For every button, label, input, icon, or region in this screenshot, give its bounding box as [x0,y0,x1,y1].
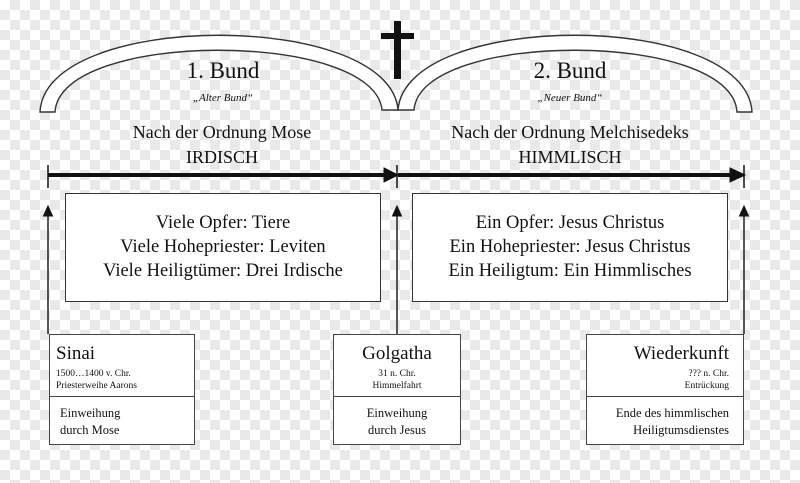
event-description: Einweihung durch Mose [60,405,120,439]
event-golgatha: Golgatha 31 n. Chr. Himmelfahrt Einweihu… [333,334,461,445]
old-box-line: Viele Heiligtümer: Drei Irdische [103,261,343,281]
cross-icon [381,21,414,79]
event-date: 31 n. Chr. [378,369,416,379]
event-note: Himmelfahrt [372,381,422,391]
arch-second-covenant [397,34,753,113]
event-connector-wiederkunft [738,204,750,334]
event-description-line: Heiligtumsdienstes [633,423,729,437]
event-note: Priesterweihe Aarons [56,381,137,391]
new-covenant-box: Ein Opfer: Jesus Christus Ein Hohepriest… [412,193,728,302]
event-name: Golgatha [362,343,432,364]
first-covenant-subtitle: „Alter Bund“ [192,92,254,104]
event-name: Sinai [56,343,96,364]
event-header: Sinai 1500…1400 v. Chr. Priesterweihe Aa… [50,335,194,397]
second-covenant-order: Nach der Ordnung Melchisedeks [451,122,689,142]
event-sinai: Sinai 1500…1400 v. Chr. Priesterweihe Aa… [49,334,195,445]
first-covenant-order: Nach der Ordnung Mose [132,122,312,142]
event-connector-sinai [42,204,54,334]
second-covenant-realm: HIMMLISCH [518,147,622,167]
event-description-line: durch Jesus [368,423,426,437]
second-covenant-subtitle: „Neuer Bund“ [537,92,603,104]
event-description-line: Einweihung [366,406,428,420]
old-box-line: Viele Opfer: Tiere [155,213,291,233]
event-description-line: durch Mose [60,423,120,437]
event-header: Wiederkunft ??? n. Chr. Entrückung [587,335,743,397]
event-date: 1500…1400 v. Chr. [56,369,131,379]
old-box-line: Viele Hohepriester: Leviten [120,237,326,257]
event-description-line: Einweihung [60,406,121,420]
new-box-line: Ein Heiligtum: Ein Himmlisches [448,261,692,281]
event-description: Einweihung durch Jesus [334,405,460,439]
new-box-line: Ein Hohepriester: Jesus Christus [449,237,691,257]
event-wiederkunft: Wiederkunft ??? n. Chr. Entrückung Ende … [586,334,744,445]
event-description: Ende des himmlischen Heiligtumsdienstes [616,405,729,439]
event-connector-golgatha [391,204,403,334]
new-box-line: Ein Opfer: Jesus Christus [475,213,665,233]
event-date: ??? n. Chr. [688,369,729,379]
first-covenant-title: 1. Bund [186,58,260,83]
event-description-line: Ende des himmlischen [615,406,729,420]
first-covenant-realm: IRDISCH [185,147,258,167]
timeline-arrow [47,165,747,188]
event-name: Wiederkunft [633,343,729,364]
second-covenant-title: 2. Bund [533,58,607,83]
event-note: Entrückung [684,381,729,391]
event-header: Golgatha 31 n. Chr. Himmelfahrt [334,335,460,397]
old-covenant-box: Viele Opfer: Tiere Viele Hohepriester: L… [65,193,381,302]
